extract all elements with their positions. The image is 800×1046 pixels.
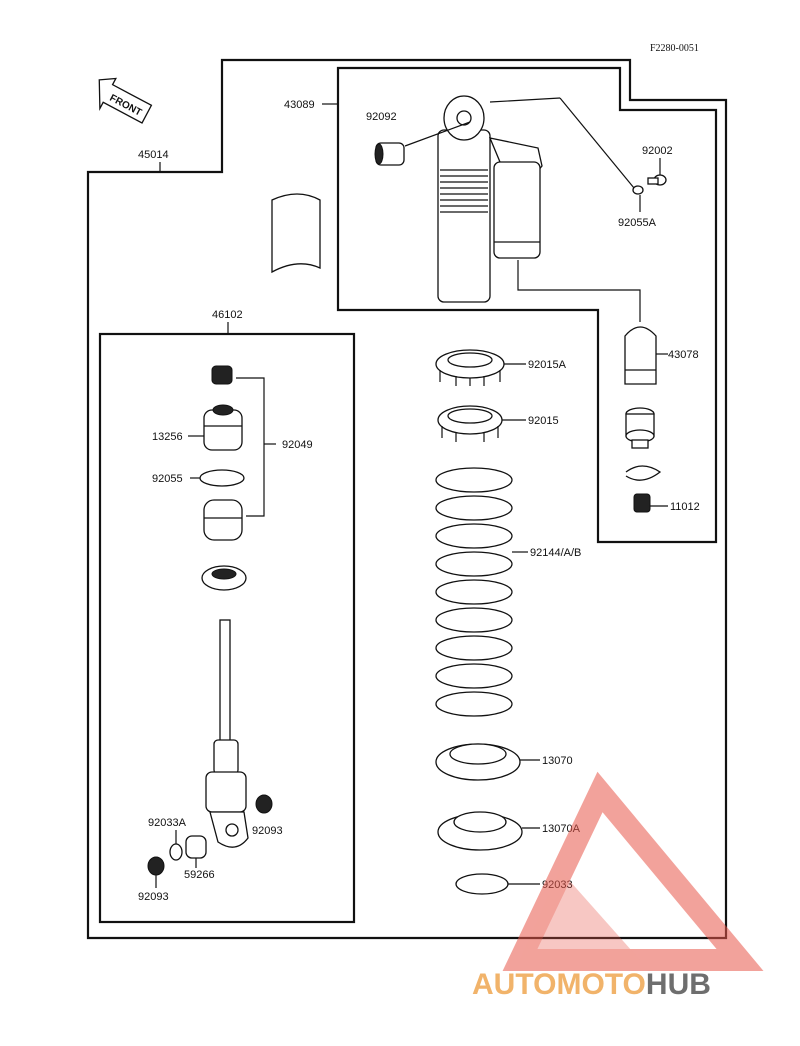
label-59266: 59266 — [184, 869, 215, 881]
heat-sleeve — [271, 193, 321, 274]
part-92055-o-ring — [199, 469, 245, 487]
rod-stopper-plate — [201, 565, 247, 591]
label-92015A: 92015A — [528, 359, 567, 371]
part-59266-collar — [185, 835, 207, 859]
part-92015A-lock-nut — [435, 349, 505, 386]
watermark-brand-part1: AUTOMOTO — [472, 968, 646, 1001]
assembly-46102-outline — [98, 332, 356, 924]
reservoir-circlip — [625, 465, 662, 481]
label-13256: 13256 — [152, 431, 183, 443]
part-92015-adjuster-nut — [437, 405, 503, 442]
label-92055A: 92055A — [618, 217, 657, 229]
front-direction-arrow: FRONT — [98, 77, 153, 124]
logo-triangle-icon — [502, 771, 764, 971]
part-13256-bump-stop — [203, 404, 243, 451]
seal-head — [203, 499, 243, 541]
leader-43078-path — [517, 260, 641, 322]
logo-inner-triangle-icon — [520, 870, 640, 960]
label-46102: 46102 — [212, 309, 243, 321]
part-92093-upper-seal — [255, 794, 273, 814]
label-45014: 45014 — [138, 149, 169, 161]
damper-rod — [205, 619, 249, 848]
assembly-43089-outline — [336, 66, 718, 544]
part-43078-reservoir-cap — [624, 326, 657, 385]
part-92144-spring — [435, 467, 513, 717]
label-92049: 92049 — [282, 439, 313, 451]
label-43078: 43078 — [668, 349, 699, 361]
watermark-brand: AUTOMOTOHUB — [472, 968, 711, 1001]
label-92033A: 92033A — [148, 817, 187, 829]
front-arrow-icon — [98, 77, 153, 124]
part-92002-bolt — [647, 174, 667, 186]
label-92015: 92015 — [528, 415, 559, 427]
part-11012-valve-cap — [633, 493, 651, 513]
part-92033-circlip — [455, 873, 509, 895]
label-13070: 13070 — [542, 755, 573, 767]
leader-92002-bolt-path-b — [559, 97, 635, 189]
automotohub-logo — [502, 771, 764, 971]
part-92093-lower-seal — [147, 856, 165, 876]
diagram-ref-code: F2280-0051 — [650, 43, 699, 54]
leader-92002-bolt-path-a — [489, 97, 561, 103]
reservoir-valve — [625, 407, 655, 449]
shock-body — [437, 95, 543, 303]
leader-92092 — [404, 121, 471, 147]
watermark-brand-part2: HUB — [646, 968, 711, 1001]
part-92055A-washer — [632, 185, 644, 195]
label-92002: 92002 — [642, 145, 673, 157]
leader-92049-bracket — [236, 377, 265, 517]
label-43089: 43089 — [284, 99, 315, 111]
part-13070-spring-seat — [435, 743, 521, 781]
label-92144: 92144/A/B — [530, 547, 581, 559]
label-11012: 11012 — [670, 501, 700, 513]
part-13070A-spring-guide — [437, 811, 523, 851]
label-92092: 92092 — [366, 111, 397, 123]
label-92093-lower: 92093 — [138, 891, 169, 903]
assembly-45014-outline — [86, 58, 728, 940]
part-92033A-circlip — [169, 843, 183, 861]
label-92055: 92055 — [152, 473, 183, 485]
rod-nut — [211, 365, 233, 385]
label-92093-upper: 92093 — [252, 825, 283, 837]
part-92092-bushing — [374, 142, 405, 166]
